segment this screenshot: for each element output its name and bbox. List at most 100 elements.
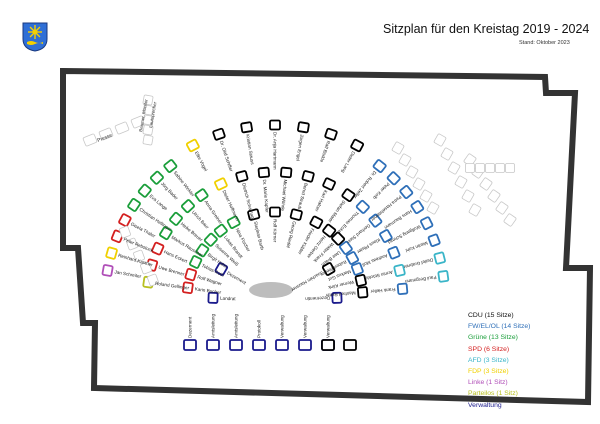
seat-name: Dezernent xyxy=(188,316,193,338)
seat xyxy=(105,246,118,260)
seat xyxy=(495,163,505,173)
seat-name: Armin Stöckle xyxy=(364,270,393,282)
seat-name: Frank Heller xyxy=(370,287,396,294)
seat xyxy=(126,237,138,251)
seat xyxy=(214,262,229,276)
seat-name: Rolf Wagner xyxy=(197,274,223,286)
seat xyxy=(427,233,441,247)
seat-name: Peter Kolb xyxy=(372,181,391,200)
seat xyxy=(343,339,357,351)
seat-name: Detlef Grabner xyxy=(403,257,434,269)
legend-item: Parteilos (1 Sitz) xyxy=(468,390,518,398)
coat-of-arms-logo xyxy=(22,22,48,52)
seat xyxy=(280,166,293,179)
speaker-label: Lautsprecher xyxy=(148,101,158,128)
seat-name: Verwaltung xyxy=(326,315,331,338)
seat-name: Joachim Hausner xyxy=(290,270,324,292)
seat-name: Stephan Barth xyxy=(253,221,265,251)
seat xyxy=(269,206,281,218)
seat xyxy=(159,226,173,241)
seat xyxy=(440,147,454,161)
seat xyxy=(142,124,154,136)
seat xyxy=(321,339,335,351)
seat xyxy=(203,232,218,247)
seat xyxy=(82,133,98,147)
seat xyxy=(331,291,343,304)
beamer-label: Beamer, Monitor xyxy=(138,98,149,132)
seat-name: Roland Gellinger xyxy=(155,281,190,291)
page-title: Sitzplan für den Kreistag 2019 - 2024 xyxy=(383,22,590,36)
seat xyxy=(127,197,141,212)
seat xyxy=(297,121,310,134)
seat xyxy=(465,163,475,173)
seat xyxy=(183,339,197,351)
seat xyxy=(426,201,440,215)
seat xyxy=(142,134,154,146)
seat xyxy=(505,163,515,173)
seat xyxy=(137,183,152,198)
seat xyxy=(475,163,485,173)
seat xyxy=(322,223,337,238)
seat xyxy=(321,262,336,276)
seat-name: Dezernentin xyxy=(305,295,330,301)
seat-name: Paul Bergmann xyxy=(404,275,436,284)
seat xyxy=(212,127,226,141)
seat xyxy=(142,94,154,106)
press-label: Presse xyxy=(97,132,114,143)
seat xyxy=(387,245,401,260)
seat xyxy=(324,127,338,141)
seat-name: Martin Kohl xyxy=(405,240,429,253)
seat xyxy=(114,121,130,135)
seat xyxy=(433,133,447,147)
seat xyxy=(339,240,353,255)
seat xyxy=(151,241,165,256)
seat-name: Ralf Bürkle xyxy=(319,140,331,163)
seat-name: Dieter Lang xyxy=(340,150,356,174)
seat-name: Kristian Stauss xyxy=(245,134,255,166)
seat-name: Jürgen Engel xyxy=(295,134,304,162)
revision-date: Stand: Oktober 2023 xyxy=(519,40,570,46)
legend-item: FW/EL/OL (14 Sitze) xyxy=(468,323,531,331)
seat xyxy=(147,273,159,287)
seat-name: Rolf Körner xyxy=(272,219,277,243)
seat xyxy=(142,114,154,126)
seat xyxy=(368,213,383,228)
seat xyxy=(269,119,281,131)
seat xyxy=(142,104,154,116)
room-outline xyxy=(60,67,594,406)
seat xyxy=(226,215,241,229)
seat xyxy=(194,188,209,203)
seat xyxy=(419,189,433,203)
seat xyxy=(433,251,446,265)
seat-name: Verwaltung xyxy=(280,315,285,338)
seat xyxy=(410,200,425,215)
seat xyxy=(149,170,164,185)
seat xyxy=(189,255,203,269)
seat-name: Andreas Moll xyxy=(362,253,389,268)
room-labels: Presse Lautsprecher Beamer, Monitor xyxy=(97,98,158,144)
seat xyxy=(399,185,414,200)
seat-name: Georg Riedel xyxy=(286,221,297,248)
seat-name: Ulrich Baur xyxy=(191,210,210,230)
legend-item: FDP (3 Sitze) xyxy=(468,367,509,375)
seat-name: Dieter Hoffmann xyxy=(222,189,241,222)
seat xyxy=(379,229,393,243)
seat-name: Karl Hafner xyxy=(314,189,329,213)
seat xyxy=(341,188,356,203)
seat-name: Werner Klink xyxy=(327,279,354,290)
seat xyxy=(350,262,364,276)
seat xyxy=(331,231,346,246)
seat xyxy=(420,216,434,231)
seat xyxy=(461,189,475,203)
seat xyxy=(322,177,336,191)
seat xyxy=(247,208,261,221)
seat-name: Jan Schreiter xyxy=(114,269,142,279)
seat-name: Gerhard Stein xyxy=(346,223,372,245)
seat-name: Gisela Thaler xyxy=(130,221,157,238)
seat xyxy=(350,138,365,153)
seat-name: Protokoll xyxy=(257,320,262,338)
seat xyxy=(454,175,468,189)
seat xyxy=(437,270,450,283)
seat-name: Landrat xyxy=(220,296,236,302)
